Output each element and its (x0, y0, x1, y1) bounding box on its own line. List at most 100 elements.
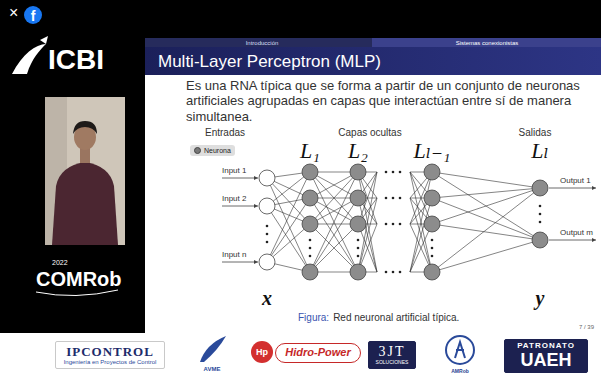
column-heading: Capas ocultas (338, 128, 401, 138)
ellipsis-dot (539, 205, 542, 208)
neuron-circle (350, 164, 366, 180)
neuron-circle (350, 264, 366, 280)
ellipsis-dot (309, 255, 312, 258)
output-name: Output m (560, 229, 593, 237)
legend-entry: Neurona (190, 145, 235, 156)
logo-swoosh (12, 44, 46, 74)
title-bar (145, 47, 601, 75)
sponsor-box: PATRONATOUAEH (504, 339, 588, 372)
ellipsis-dot (399, 171, 402, 174)
ellipsis-dot (431, 239, 434, 242)
ellipsis-dot (431, 247, 434, 250)
nav-bar-active (372, 38, 601, 47)
ellipsis-dot (385, 271, 388, 274)
signal-arrow (222, 206, 258, 207)
logo-text: AMRob (451, 369, 469, 374)
body-text: Es una RNA típica que se forma a partir … (186, 78, 586, 124)
logo-text: COMRob (36, 269, 122, 289)
signal-arrow (549, 188, 596, 189)
amrob-logo (446, 336, 474, 364)
signal-arrow (549, 240, 596, 241)
slide (145, 38, 601, 333)
ellipsis-dot (392, 271, 395, 274)
ellipsis-dot (385, 223, 388, 226)
sponsor-text: SOLUCIONES (376, 360, 409, 365)
ellipsis-dot (399, 197, 402, 200)
synapse-line (310, 198, 358, 272)
sponsor-bar (0, 333, 601, 378)
logo-bird-head (40, 36, 48, 44)
logo-text: AVME (204, 366, 221, 372)
sponsor-box: IPCONTROLIngeniería en Proyectos de Cont… (55, 341, 166, 369)
synapse-line (310, 224, 358, 272)
ellipsis-dot (385, 197, 388, 200)
neuron-circle (259, 254, 275, 270)
ellipsis-dot (399, 223, 402, 226)
synapse-line (310, 224, 358, 272)
ellipsis-dot (266, 241, 269, 244)
neuron-circle (302, 264, 318, 280)
synapse-line (432, 198, 540, 240)
input-name: Input 2 (222, 195, 246, 203)
neuron-circle (532, 180, 548, 196)
close-icon: × (9, 5, 18, 21)
amrob-figure (455, 342, 465, 358)
logo-underline (36, 290, 118, 296)
vector-name: x (262, 288, 272, 308)
ellipsis-dot (357, 255, 360, 258)
ellipsis-dot (392, 171, 395, 174)
legend-swatch (194, 147, 201, 154)
neuron-circle (424, 264, 440, 280)
neuron-circle (532, 232, 548, 248)
video-frame (45, 97, 125, 245)
sponsor-box: 3JTSOLUCIONES (368, 341, 417, 369)
nav-item: Sistemas conexionistas (456, 40, 519, 46)
synapse-line (432, 172, 540, 188)
synapse-line (267, 172, 310, 262)
synapse-line (410, 198, 432, 272)
vector-name: y (536, 288, 545, 308)
ellipsis-dot (266, 233, 269, 236)
column-heading: Entradas (205, 128, 245, 138)
sponsor-text: Ingeniería en Proyectos de Control (64, 359, 157, 365)
ellipsis-dot (392, 223, 395, 226)
logo-text: Hp (256, 348, 268, 357)
neuron-circle (302, 216, 318, 232)
output-name: Output 1 (560, 177, 591, 185)
ellipsis-dot (539, 213, 542, 216)
facebook-icon (24, 6, 42, 24)
facebook-letter: f (31, 9, 36, 23)
layer-name: Lₗ₋₁ (414, 140, 451, 162)
ellipsis-dot (309, 239, 312, 242)
neuron-circle (350, 216, 366, 232)
synapse-line (432, 188, 540, 272)
ellipsis-dot (266, 225, 269, 228)
logo-text: ICBI (48, 46, 104, 74)
synapse-line (358, 198, 377, 272)
caption-tag: Figura: (298, 313, 329, 323)
sponsor-pill: Hidro-Power (275, 343, 360, 363)
signal-arrow (222, 178, 258, 179)
sponsor-text: UAEH (520, 351, 571, 370)
page-number: 7 / 39 (579, 324, 594, 330)
neural-network (222, 164, 596, 280)
ellipsis-dot (357, 247, 360, 250)
synapse-line (358, 198, 377, 272)
neuron-circle (259, 170, 275, 186)
neuron-circle (424, 190, 440, 206)
caption-text: Red neuronal artificial típica. (333, 313, 459, 323)
person-body (52, 162, 118, 245)
ellipsis-dot (309, 247, 312, 250)
layer-name: L₁ (300, 140, 320, 162)
synapse-line (410, 198, 432, 272)
logo-year: 2022 (52, 259, 68, 266)
ellipsis-dot (385, 171, 388, 174)
ellipsis-dot (431, 255, 434, 258)
synapse-line (432, 188, 540, 224)
synapse-line (432, 188, 540, 198)
synapse-line (432, 224, 540, 240)
person-hair (73, 121, 97, 134)
ellipsis-dot (399, 271, 402, 274)
ellipsis-dot (357, 239, 360, 242)
input-name: Input n (222, 251, 246, 259)
